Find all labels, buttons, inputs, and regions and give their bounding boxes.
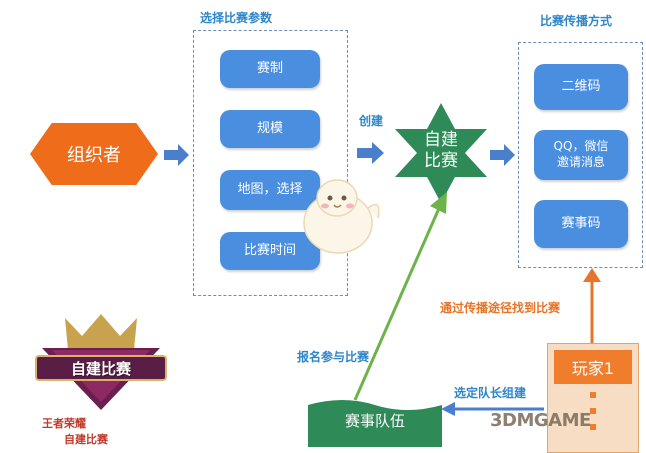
params-box bbox=[193, 30, 348, 296]
custom-match-logo-icon bbox=[35, 314, 167, 410]
arrow-up-icon bbox=[353, 192, 447, 401]
broadcast-title: 比赛传播方式 bbox=[540, 14, 613, 28]
organizer-node: 组织者 bbox=[30, 123, 158, 185]
arrow-right-icon bbox=[164, 144, 189, 166]
custom-match-star-icon bbox=[395, 103, 487, 203]
create-label: 创建 bbox=[359, 114, 384, 128]
mascot-icon bbox=[303, 179, 380, 254]
broadcast-invite: QQ，微信 邀请消息 bbox=[534, 130, 628, 180]
param-map: 地图，选择 bbox=[220, 170, 320, 210]
find-label: 通过传播途径找到比赛 bbox=[440, 301, 561, 315]
dots-icon bbox=[590, 424, 596, 430]
custom-match-label: 自建 比赛 bbox=[393, 130, 489, 173]
team-banner-icon bbox=[308, 400, 442, 447]
organizer-label: 组织者 bbox=[67, 145, 121, 166]
params-title: 选择比赛参数 bbox=[200, 11, 273, 25]
signup-label: 报名参与比赛 bbox=[297, 350, 370, 364]
watermark: 3DMGAME bbox=[490, 410, 591, 431]
arrow-right-icon bbox=[490, 144, 515, 166]
custom-match-line1: 自建 bbox=[424, 130, 458, 150]
player1-node: 玩家1 bbox=[554, 350, 632, 384]
arrow-right-icon bbox=[357, 142, 384, 164]
param-time: 比赛时间 bbox=[220, 232, 320, 270]
param-format: 赛制 bbox=[220, 50, 320, 88]
param-scale: 规模 bbox=[220, 110, 320, 148]
broadcast-match-code: 赛事码 bbox=[534, 200, 628, 248]
logo-caption-line1: 王者荣耀 bbox=[42, 417, 86, 430]
arrow-left-icon bbox=[441, 402, 544, 416]
team-label: 赛事队伍 bbox=[344, 412, 405, 430]
captain-label: 选定队长组建 bbox=[454, 386, 527, 400]
dots-icon bbox=[590, 408, 596, 414]
logo-text: 自建比赛 bbox=[70, 360, 131, 378]
broadcast-qrcode: 二维码 bbox=[534, 64, 628, 110]
arrow-up-icon bbox=[583, 268, 601, 346]
broadcast-box bbox=[518, 42, 643, 268]
custom-match-line2: 比赛 bbox=[424, 151, 458, 172]
logo-caption-line2: 自建比赛 bbox=[64, 432, 108, 446]
logo-caption: 王者荣耀 自建比赛 bbox=[42, 416, 108, 448]
dots-icon bbox=[590, 392, 596, 398]
